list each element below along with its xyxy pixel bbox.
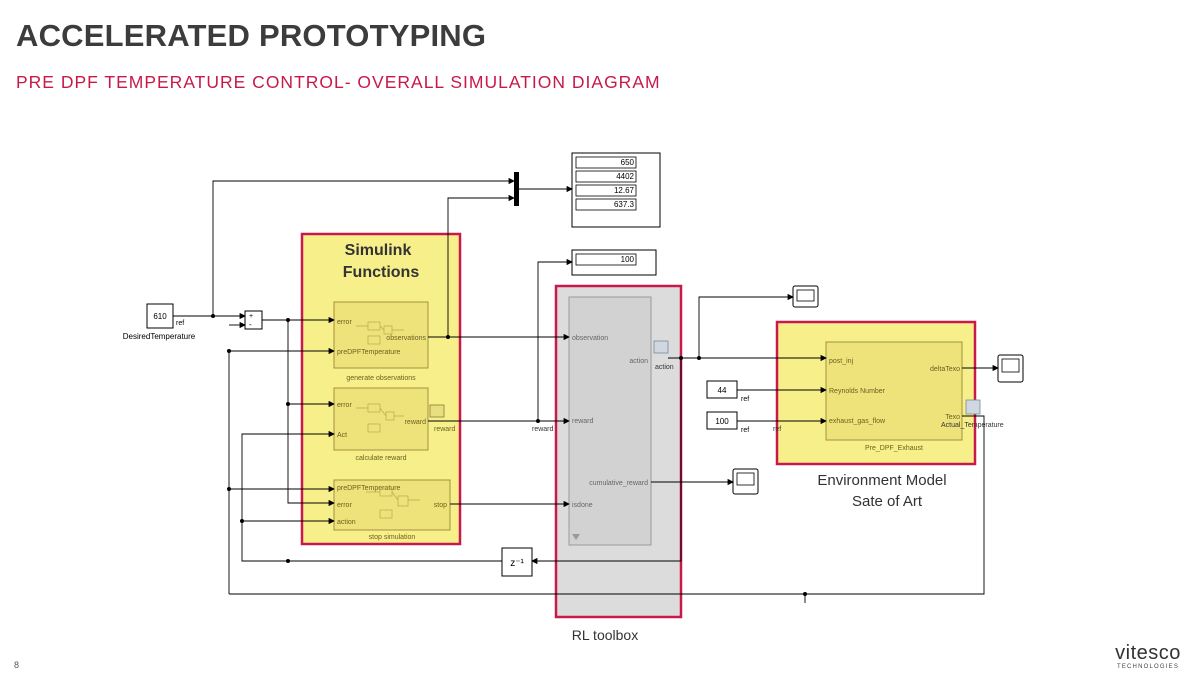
display-cell-2	[575, 170, 637, 183]
scope-cumulative-reward[interactable]	[732, 468, 759, 495]
stop-in-temp: preDPFTemperature	[337, 485, 401, 492]
calculate-reward-block[interactable]	[333, 387, 429, 451]
generate-observations-block[interactable]	[333, 301, 429, 369]
calc-reward-in-error: error	[337, 402, 352, 409]
logo-word: vitesco	[1115, 642, 1181, 664]
stop-in-error: error	[337, 502, 352, 509]
display-value-4: 637.3	[614, 200, 635, 209]
env-in-post-inj: post_inj	[829, 358, 854, 365]
env-out-texo: Texo	[945, 414, 960, 421]
rl-in-reward: reward	[572, 418, 594, 425]
scope-delta-texo[interactable]	[997, 354, 1024, 383]
sum-block[interactable]	[244, 310, 263, 330]
env-block-name: Pre_DPF_Exhaust	[865, 445, 923, 452]
gen-obs-in-temp: preDPFTemperature	[337, 349, 401, 356]
texo-scope-icon[interactable]	[965, 399, 981, 415]
display-cell-3	[575, 184, 637, 197]
gen-obs-name: generate observations	[346, 375, 416, 382]
wire-junctions	[211, 314, 807, 596]
mux-block[interactable]	[514, 172, 519, 206]
action-scope-icon[interactable]	[653, 340, 669, 354]
env-in-reynolds: Reynolds Number	[829, 388, 886, 395]
signal-wires	[173, 177, 999, 603]
rl-toolbox-label: RL toolbox	[572, 627, 638, 643]
display-cell-4	[575, 198, 637, 211]
env-out-delta: deltaTexo	[930, 366, 960, 373]
display-value-1: 650	[621, 158, 635, 167]
constant-100-port: ref	[741, 427, 749, 434]
stop-in-action: action	[337, 519, 356, 526]
display-value-3: 12.67	[614, 186, 635, 195]
constant-44-value: 44	[718, 386, 727, 395]
rl-out-cumulative: cumulative_reward	[589, 480, 648, 487]
calc-reward-inner-subsystem	[356, 403, 404, 433]
rl-reward-signal: reward	[532, 426, 554, 433]
gen-obs-inner-subsystem	[356, 321, 404, 345]
desired-temp-port: ref	[176, 320, 184, 327]
display-cell-1	[575, 156, 637, 169]
logo-sub: TECHNOLOGIES	[1116, 664, 1180, 670]
gen-obs-in-error: error	[337, 319, 352, 326]
rl-action-signal: action	[655, 364, 674, 371]
unit-delay-label: z⁻¹	[510, 558, 524, 569]
sum-minus: -	[249, 320, 252, 329]
simulink-group-title-2: Functions	[343, 264, 420, 281]
page-number: 8	[14, 660, 20, 670]
stop-name: stop simulation	[369, 534, 416, 541]
reward-display-cell	[575, 253, 637, 266]
constant-44-port: ref	[741, 396, 749, 403]
env-in-exhaust: exhaust_gas_flow	[829, 418, 886, 425]
calc-reward-name: calculate reward	[356, 455, 407, 462]
rl-out-action: action	[629, 358, 648, 365]
calc-reward-out: reward	[405, 419, 427, 426]
env-label-1: Environment Model	[817, 472, 946, 489]
page-subtitle: PRE DPF TEMPERATURE CONTROL- OVERALL SIM…	[16, 72, 661, 92]
rl-in-observation: observation	[572, 335, 608, 342]
constant-100-value: 100	[715, 417, 729, 426]
stop-inner-subsystem	[366, 487, 420, 519]
desired-temp-label: DesiredTemperature	[123, 332, 196, 341]
rl-in-isdone: isdone	[572, 502, 593, 509]
env-ref-tag: ref	[773, 426, 781, 433]
rl-agent-block[interactable]	[568, 296, 652, 546]
company-logo: vitesco TECHNOLOGIES	[1108, 642, 1188, 672]
scope-action[interactable]	[792, 285, 819, 308]
stop-out: stop	[434, 502, 447, 509]
unit-delay-block[interactable]	[501, 547, 533, 577]
rl-down-arrow-icon	[572, 534, 580, 540]
calc-reward-in-act: Act	[337, 432, 347, 439]
constant-100[interactable]	[706, 411, 738, 430]
gen-obs-out: observations	[386, 335, 426, 342]
simulink-group-title-1: Simulink	[345, 242, 412, 259]
page-title: ACCELERATED PROTOTYPING	[16, 18, 487, 53]
reward-scope-icon[interactable]	[429, 404, 445, 418]
constant-44[interactable]	[706, 380, 738, 399]
desired-temp-value: 610	[153, 312, 167, 321]
env-out-actual-temp: Actual_Temperature	[941, 422, 1004, 429]
calc-reward-signal: reward	[434, 426, 456, 433]
sum-plus: +	[249, 313, 253, 320]
reward-display-value: 100	[621, 255, 635, 264]
display-value-2: 4402	[616, 172, 634, 181]
env-label-2: Sate of Art	[852, 493, 923, 510]
